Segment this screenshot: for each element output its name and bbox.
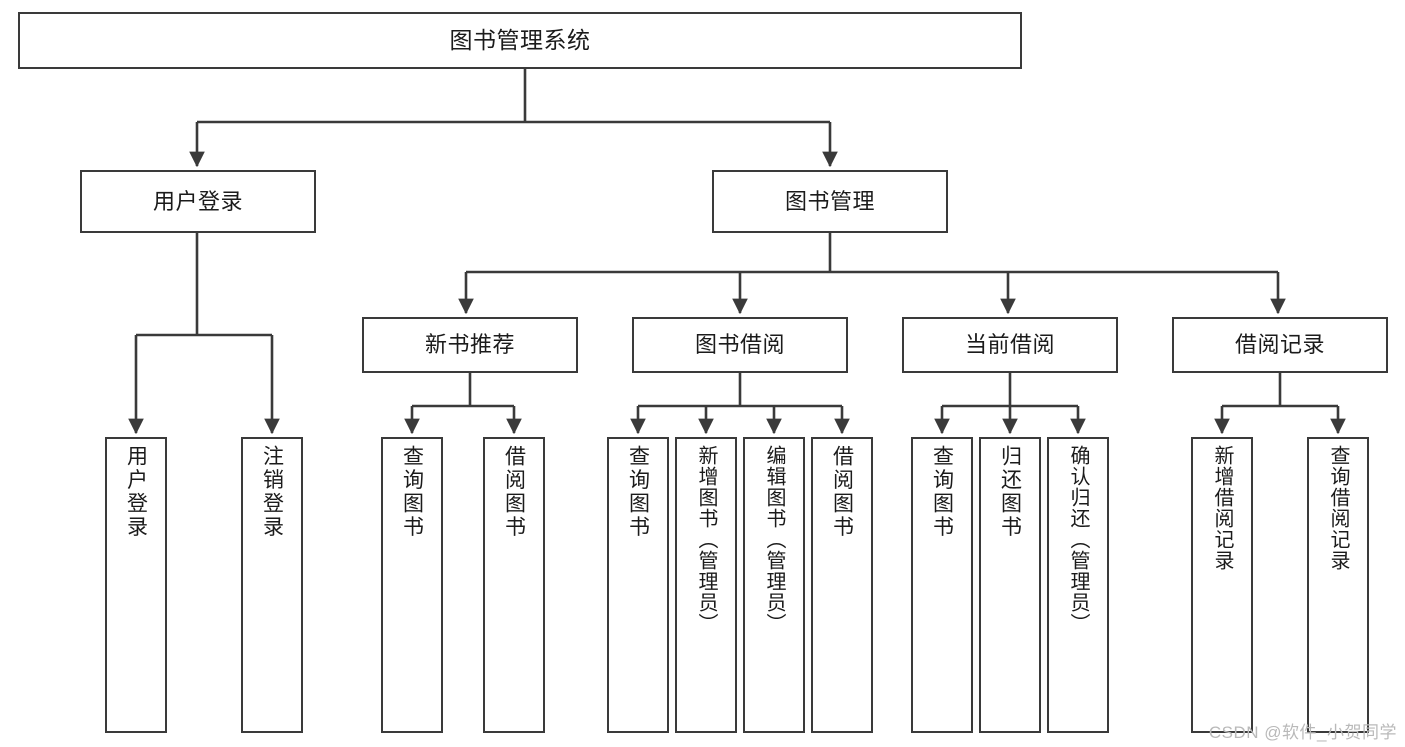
node-label: 借阅记录 [1234,332,1325,358]
node-label: 用户登录 [152,188,243,214]
node-label: 查询图书 [400,445,424,539]
leaf-borrow-query-book[interactable]: 查询图书 [607,437,669,733]
leaf-borrow-edit-book-admin[interactable]: 编辑图书（管理员） [743,437,805,733]
leaf-newbook-query-book[interactable]: 查询图书 [381,437,443,733]
node-label: 查询图书 [930,445,954,539]
leaf-borrow-borrow-book[interactable]: 借阅图书 [811,437,873,733]
node-label: 归还图书 [998,445,1022,539]
leaf-newbook-borrow-book[interactable]: 借阅图书 [483,437,545,733]
node-label: 借阅图书 [502,445,526,539]
node-label: 确认归还（管理员） [1067,445,1089,634]
leaf-user-login[interactable]: 用户登录 [105,437,167,733]
watermark-text: CSDN @软件_小贺同学 [1208,723,1397,742]
node-label: 新增借阅记录 [1211,445,1233,571]
leaf-borrow-add-book-admin[interactable]: 新增图书（管理员） [675,437,737,733]
node-label: 借阅图书 [830,445,854,539]
node-label: 用户登录 [124,445,148,539]
node-label: 图书借阅 [694,332,785,358]
leaf-record-query-record[interactable]: 查询借阅记录 [1307,437,1369,733]
node-current-borrow[interactable]: 当前借阅 [902,317,1118,373]
node-label: 图书管理系统 [449,26,591,53]
node-book-manage[interactable]: 图书管理 [712,170,948,233]
node-borrow-record[interactable]: 借阅记录 [1172,317,1388,373]
node-root-system[interactable]: 图书管理系统 [18,12,1022,69]
node-book-borrow[interactable]: 图书借阅 [632,317,848,373]
node-label: 图书管理 [784,188,875,214]
leaf-current-confirm-return-admin[interactable]: 确认归还（管理员） [1047,437,1109,733]
leaf-current-return-book[interactable]: 归还图书 [979,437,1041,733]
node-label: 注销登录 [260,445,284,539]
node-label: 新增图书（管理员） [695,445,717,634]
node-label: 当前借阅 [964,332,1055,358]
node-label: 查询图书 [626,445,650,539]
node-user-login[interactable]: 用户登录 [80,170,316,233]
node-label: 查询借阅记录 [1327,445,1349,571]
node-label: 编辑图书（管理员） [763,445,785,634]
node-new-book-recommend[interactable]: 新书推荐 [362,317,578,373]
node-label: 新书推荐 [424,332,515,358]
leaf-current-query-book[interactable]: 查询图书 [911,437,973,733]
leaf-user-logout[interactable]: 注销登录 [241,437,303,733]
leaf-record-add-record[interactable]: 新增借阅记录 [1191,437,1253,733]
